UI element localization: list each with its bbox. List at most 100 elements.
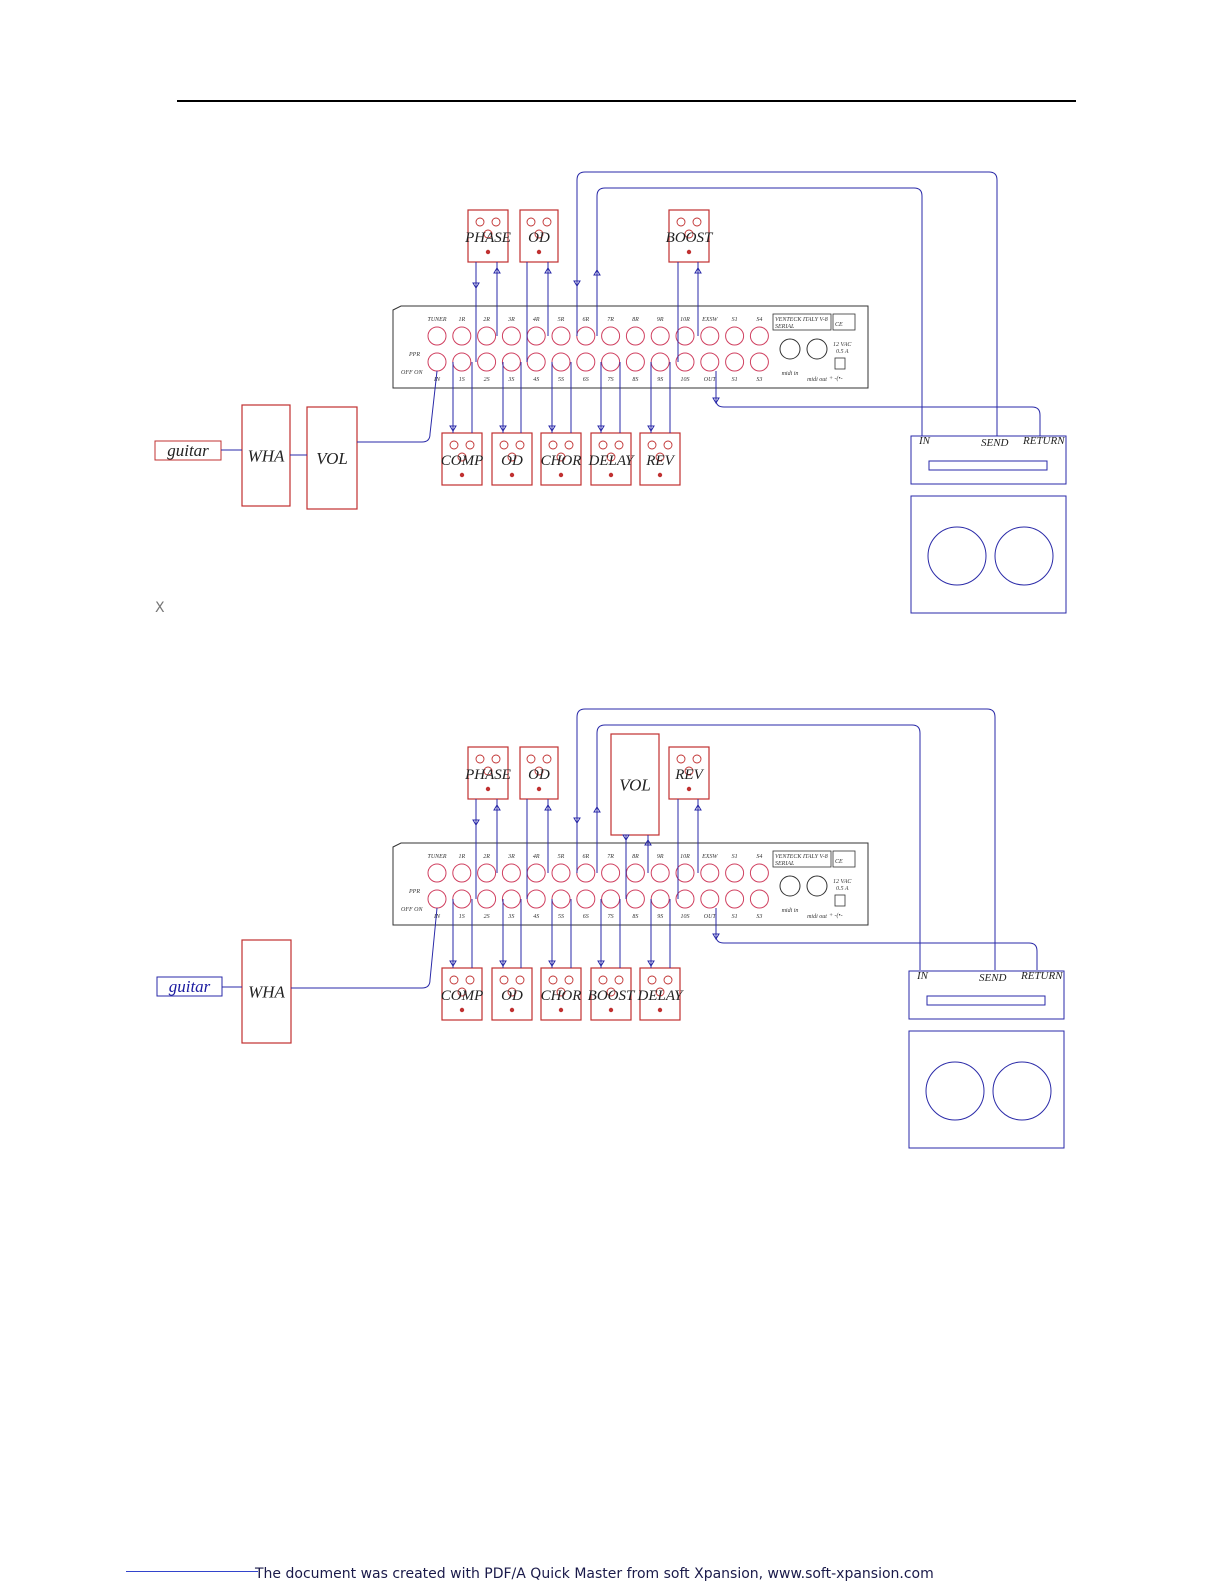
box-label: VOL [619, 776, 651, 795]
knob-icon [457, 987, 467, 997]
jack-icon [501, 863, 521, 883]
knob-icon [556, 987, 566, 997]
knob-icon [449, 440, 459, 450]
pedal-label: OD [501, 453, 523, 469]
jack-label-bottom: 7S [608, 377, 614, 383]
midi-in-jack-icon [779, 338, 801, 360]
in-cable [596, 724, 921, 970]
knob-icon [499, 440, 509, 450]
power-socket-icon [834, 894, 846, 907]
jack-icon [501, 326, 521, 346]
knob-icon [475, 754, 485, 764]
knob-icon [499, 975, 509, 985]
cable-arrow [593, 269, 601, 276]
cable-arrow [593, 806, 601, 813]
amp-return-label: RETURN [1022, 435, 1065, 447]
footer-text: The document was created with PDF/A Quic… [255, 1566, 934, 1582]
ce-mark-icon [832, 850, 856, 868]
knob-icon [606, 987, 616, 997]
ce-label: CE [835, 322, 843, 328]
power-socket-icon [834, 357, 846, 370]
jack-icon [576, 889, 596, 909]
pedal: OD [519, 209, 559, 263]
knob-icon [692, 754, 702, 764]
cable-arrow [544, 804, 552, 811]
pedal-label: PHASE [464, 230, 511, 246]
jack-icon [551, 326, 571, 346]
jack-icon [501, 352, 521, 372]
knob-icon [548, 440, 558, 450]
polarity-label: + -(•- [829, 912, 843, 919]
knob-icon [483, 229, 493, 239]
pedal-label: PHASE [464, 767, 511, 783]
midi-out-jack-icon [806, 338, 828, 360]
switcher-body [392, 842, 869, 926]
box-body [610, 733, 660, 836]
speaker-icon [994, 526, 1054, 586]
jack-label-bottom: 2S [484, 914, 490, 920]
knob-icon [655, 452, 665, 462]
jack-label-top: 8R [632, 317, 639, 323]
jack-label-top: TUNER [427, 317, 446, 323]
jack-label-top: 3R [507, 317, 515, 323]
jack-icon [725, 352, 745, 372]
send-cable [576, 708, 996, 970]
jack-label-bottom: 4S [533, 376, 539, 383]
diagram-1: TUNERIN1R1S2R2S3R3S4R4S5R5S6R6S7R7S8R8S9… [154, 171, 1067, 614]
jack-icon [601, 326, 621, 346]
pedal: COMP [441, 432, 483, 486]
jack-label-top: S1 [732, 317, 738, 323]
knob-icon [598, 440, 608, 450]
cable-arrow [573, 817, 581, 824]
guitar-label: guitar [167, 441, 209, 460]
knob-icon [556, 452, 566, 462]
jack-icon [700, 326, 720, 346]
jack-icon [725, 863, 745, 883]
jack-label-bottom: S1 [732, 377, 738, 383]
jack-label-top: 2R [483, 854, 490, 860]
speaker-icon [927, 526, 987, 586]
jack-icon [427, 326, 447, 346]
jack-label-top: 10R [680, 854, 690, 860]
led-icon [657, 1007, 663, 1013]
send-cable [576, 171, 998, 436]
jack-label-top: 4R [533, 853, 540, 860]
ce-label: CE [835, 859, 843, 865]
amp-head [908, 970, 1065, 1020]
knob-icon [465, 975, 475, 985]
amp-send-label: SEND [979, 972, 1007, 984]
knob-icon [614, 440, 624, 450]
jack-label-bottom: 8S [632, 377, 638, 383]
knob-icon [515, 440, 525, 450]
knob-icon [457, 452, 467, 462]
cable-arrow [694, 267, 702, 274]
jack-icon [501, 889, 521, 909]
jack-label-top: 6R [582, 854, 589, 860]
knob-icon [647, 440, 657, 450]
jack-icon [551, 863, 571, 883]
jack-label-top: 7R [607, 854, 614, 860]
led-icon [558, 472, 564, 478]
led-icon [686, 786, 692, 792]
amp-panel [928, 460, 1048, 471]
pedal-label: REV [674, 767, 704, 783]
knob-icon [647, 975, 657, 985]
knob-icon [564, 975, 574, 985]
power-label: 12 VAC [833, 879, 852, 885]
off-on-label: OFF ON [401, 370, 423, 376]
effect-box: VOL [610, 733, 660, 836]
jack-label-bottom: IN [433, 914, 441, 920]
knob-icon [483, 766, 493, 776]
jack-label-top: 9R [657, 854, 664, 860]
pedal: REV [668, 746, 710, 800]
jack-icon [749, 889, 769, 909]
knob-icon [606, 452, 616, 462]
pedal: OD [491, 967, 533, 1021]
jack-label-bottom: 10S [681, 377, 690, 383]
pedal-label: BOOST [588, 988, 636, 1004]
knob-icon [526, 754, 536, 764]
jack-label-top: EXSW [701, 854, 718, 860]
cable-arrow [449, 425, 457, 432]
cable-arrow [712, 933, 720, 940]
